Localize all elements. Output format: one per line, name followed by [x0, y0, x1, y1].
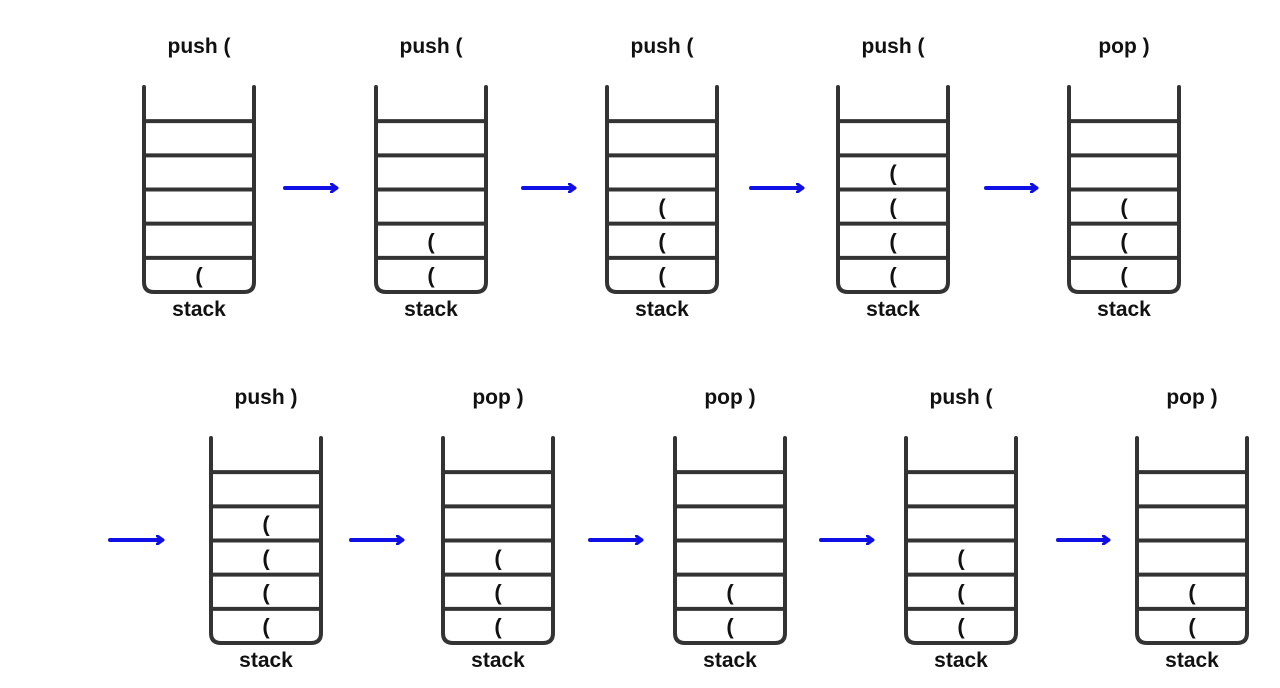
stack-element: ( [1188, 580, 1196, 605]
stack-caption: stack [239, 649, 293, 672]
stack-element: ( [262, 546, 270, 571]
stack-element: ( [1120, 195, 1128, 220]
stack-step-4: push ( ( ( ( ( stack [836, 35, 950, 321]
stack-caption: stack [635, 298, 689, 321]
stack-element: ( [494, 580, 502, 605]
stack-element: ( [726, 614, 734, 639]
stack-step-1: push ( ( stack [142, 35, 256, 321]
stack-step-9: push ( ( ( ( stack [904, 386, 1018, 672]
stack-element: ( [494, 614, 502, 639]
stack-step-10: pop ) ( ( stack [1135, 386, 1249, 672]
stack-element: ( [195, 263, 203, 288]
stack-container [1067, 85, 1181, 294]
operation-label: push ) [235, 386, 298, 409]
stack-element: ( [262, 511, 270, 536]
stack-element: ( [1188, 614, 1196, 639]
stack-step-3: push ( ( ( ( stack [605, 35, 719, 321]
operation-label: push ( [862, 35, 925, 58]
operation-label: pop ) [1166, 386, 1217, 409]
stack-container [142, 85, 256, 294]
stack-element: ( [427, 229, 435, 254]
stack-element: ( [1120, 229, 1128, 254]
stack-caption: stack [866, 298, 920, 321]
stack-container [209, 436, 323, 645]
stack-container [605, 85, 719, 294]
stack-caption: stack [1165, 649, 1219, 672]
stack-element: ( [427, 263, 435, 288]
stack-element: ( [889, 229, 897, 254]
stack-container [374, 85, 488, 294]
stack-element: ( [957, 580, 965, 605]
operation-label: push ( [930, 386, 993, 409]
stack-step-8: pop ) ( ( stack [673, 386, 787, 672]
stack-element: ( [889, 263, 897, 288]
stack-container [836, 85, 950, 294]
operation-label: push ( [168, 35, 231, 58]
stack-step-6: push ) ( ( ( ( stack [209, 386, 323, 672]
stack-element: ( [262, 614, 270, 639]
stack-caption: stack [1097, 298, 1151, 321]
operation-label: push ( [400, 35, 463, 58]
stack-element: ( [889, 195, 897, 220]
stack-element: ( [957, 546, 965, 571]
stack-container [441, 436, 555, 645]
stack-element: ( [726, 580, 734, 605]
stack-element: ( [658, 195, 666, 220]
operation-label: pop ) [1098, 35, 1149, 58]
stack-element: ( [494, 546, 502, 571]
stack-element: ( [889, 160, 897, 185]
operation-label: pop ) [704, 386, 755, 409]
stack-caption: stack [703, 649, 757, 672]
arrows-layer [108, 188, 1108, 540]
stack-container [904, 436, 1018, 645]
stack-caption: stack [471, 649, 525, 672]
stack-container [673, 436, 787, 645]
stack-step-7: pop ) ( ( ( stack [441, 386, 555, 672]
stack-container [1135, 436, 1249, 645]
stack-element: ( [1120, 263, 1128, 288]
operation-label: push ( [631, 35, 694, 58]
stack-element: ( [658, 229, 666, 254]
operation-label: pop ) [472, 386, 523, 409]
stack-element: ( [262, 580, 270, 605]
stack-caption: stack [934, 649, 988, 672]
stack-element: ( [658, 263, 666, 288]
stack-element: ( [957, 614, 965, 639]
stack-caption: stack [172, 298, 226, 321]
stack-step-2: push ( ( ( stack [374, 35, 488, 321]
stack-caption: stack [404, 298, 458, 321]
stack-step-5: pop ) ( ( ( stack [1067, 35, 1181, 321]
